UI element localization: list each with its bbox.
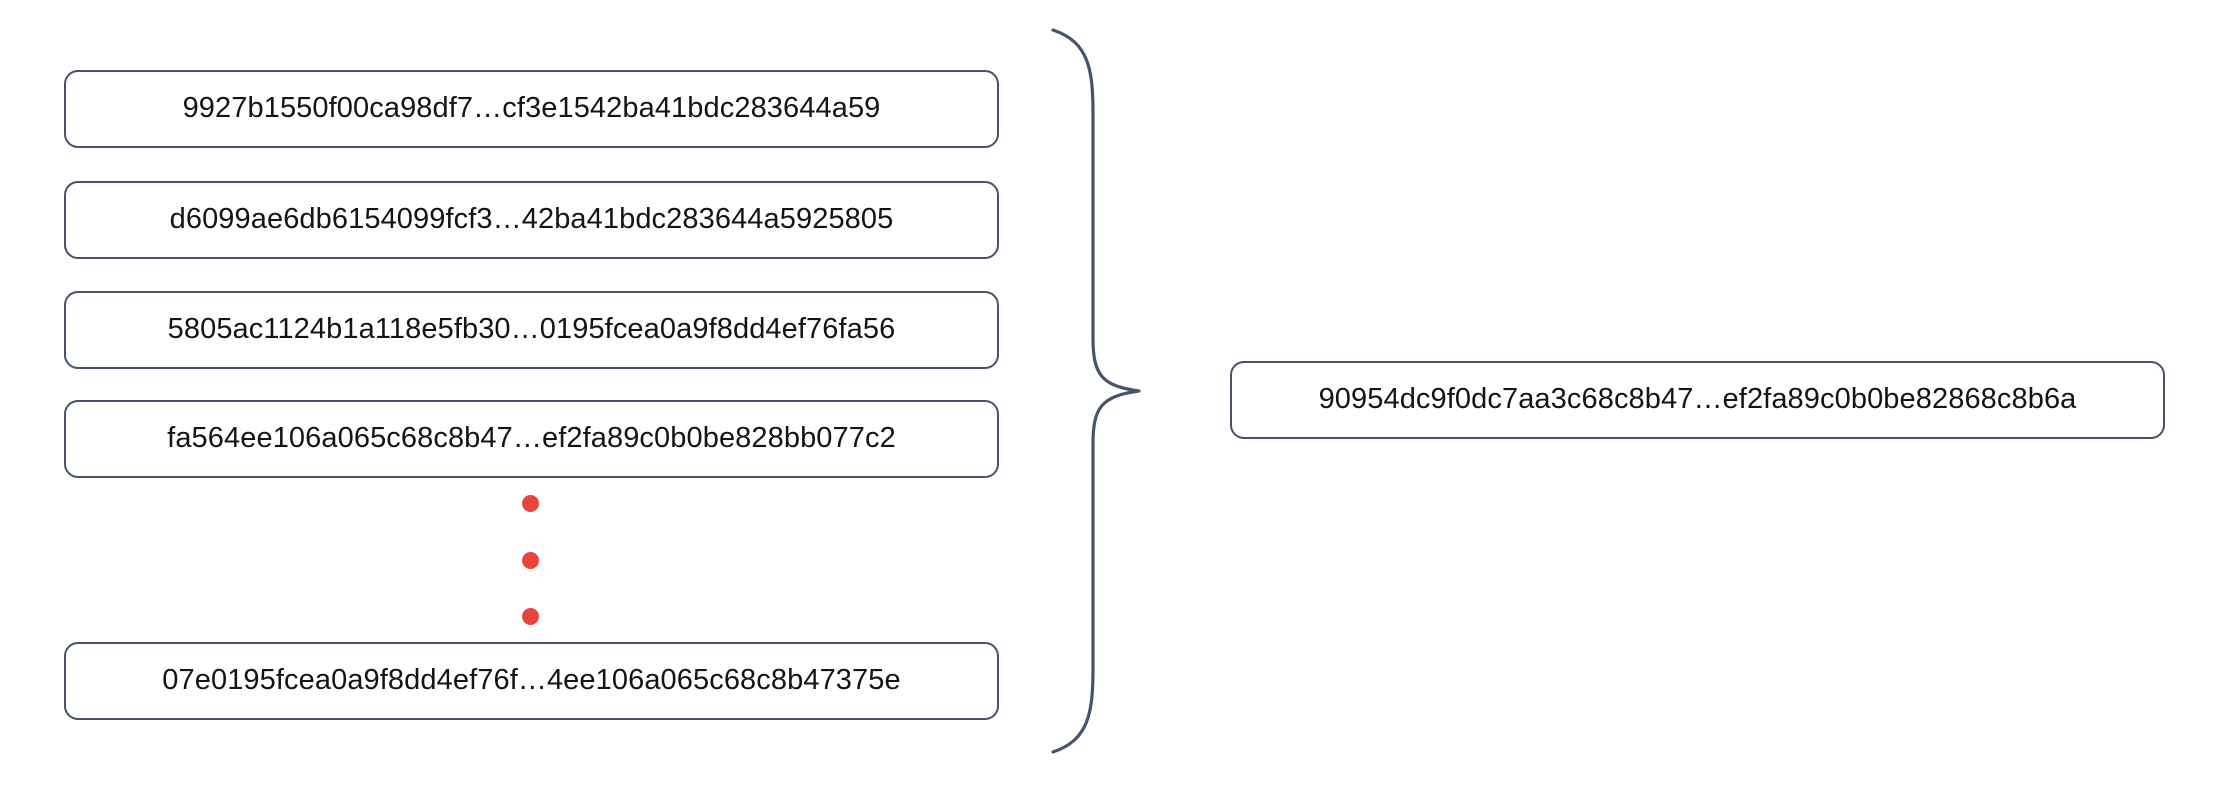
aggregated-hash-box[interactable]: 90954dc9f0dc7aa3c68c8b47…ef2fa89c0b0be82…	[1230, 361, 2165, 439]
ellipsis-dot-3	[521, 608, 539, 625]
input-hash-text-4: fa564ee106a065c68c8b47…ef2fa89c0b0be828b…	[167, 421, 896, 454]
input-hash-box-3[interactable]: 5805ac1124b1a118e5fb30…0195fcea0a9f8dd4e…	[64, 291, 999, 369]
grouping-brace-icon	[1035, 26, 1165, 756]
input-hash-box-1[interactable]: 9927b1550f00ca98df7…cf3e1542ba41bdc28364…	[64, 70, 999, 148]
input-hash-text-2: d6099ae6db6154099fcf3…42ba41bdc283644a59…	[169, 202, 894, 235]
grouping-brace-svg	[1051, 28, 1141, 754]
vertical-ellipsis-icon	[490, 495, 570, 625]
aggregated-hash-text: 90954dc9f0dc7aa3c68c8b47…ef2fa89c0b0be82…	[1318, 382, 2077, 415]
input-hash-text-1: 9927b1550f00ca98df7…cf3e1542ba41bdc28364…	[182, 91, 881, 124]
input-hash-box-2[interactable]: d6099ae6db6154099fcf3…42ba41bdc283644a59…	[64, 181, 999, 259]
input-hash-box-4[interactable]: fa564ee106a065c68c8b47…ef2fa89c0b0be828b…	[64, 400, 999, 478]
ellipsis-dot-1	[521, 495, 539, 512]
input-hash-text-3: 5805ac1124b1a118e5fb30…0195fcea0a9f8dd4e…	[167, 312, 896, 345]
ellipsis-dot-2	[521, 551, 539, 569]
input-hash-box-n[interactable]: 07e0195fcea0a9f8dd4ef76f…4ee106a065c68c8…	[64, 642, 999, 720]
input-hash-text-n: 07e0195fcea0a9f8dd4ef76f…4ee106a065c68c8…	[162, 663, 901, 696]
